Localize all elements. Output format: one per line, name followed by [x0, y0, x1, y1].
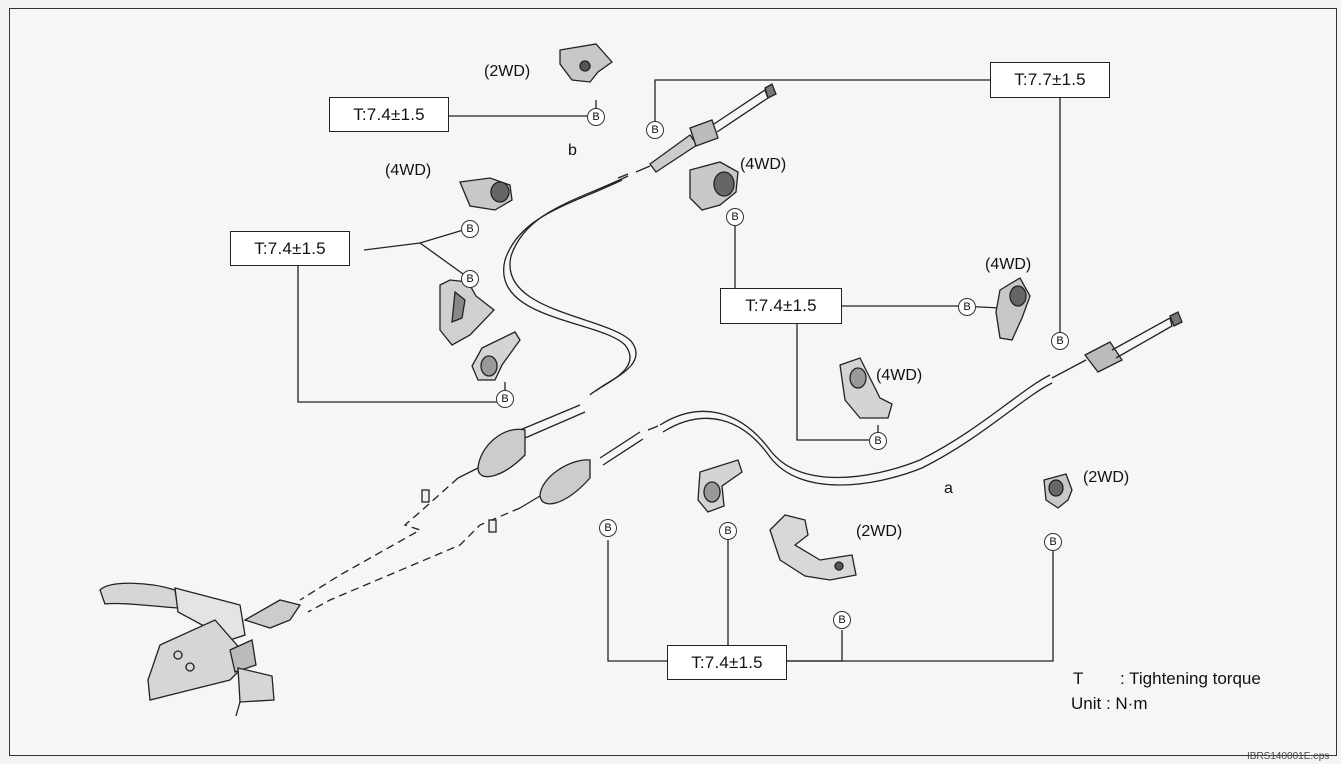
cable-a: [519, 311, 1183, 509]
clamp-2wd-right: [1043, 473, 1073, 509]
clamp-4wd-right: [995, 277, 1031, 341]
variant-label-4wd-left: (4WD): [385, 162, 432, 179]
clamp-2wd-top: [559, 43, 613, 83]
torque-label-top-left: T:7.4±1.5: [329, 97, 449, 132]
bolt-symbol: B: [958, 298, 976, 316]
clamp-left-lower: [471, 331, 521, 381]
dashed-linkage: [229, 477, 521, 691]
variant-label-2wd-bottom: (2WD): [856, 523, 903, 540]
bolt-symbol: B: [869, 432, 887, 450]
clamp-4wd-mid: [839, 357, 893, 419]
file-id: IBRS140001E.eps: [1247, 751, 1330, 762]
legend-t-key: T: [1073, 669, 1084, 688]
legend-unit: Unit : N·m: [1071, 694, 1148, 713]
leader-lines: [297, 79, 1110, 662]
bolt-symbol: B: [1051, 332, 1069, 350]
cable-label-a: a: [944, 480, 953, 497]
variant-label-2wd-top: (2WD): [484, 63, 531, 80]
torque-label-mid-left: T:7.4±1.5: [230, 231, 350, 266]
bolt-symbol: B: [646, 121, 664, 139]
torque-label-mid-center: T:7.4±1.5: [720, 288, 842, 324]
bolt-symbol: B: [461, 220, 479, 238]
clamp-2wd-bottom: [769, 514, 857, 581]
clamp-4wd-left: [459, 177, 513, 211]
bolt-symbol: B: [599, 519, 617, 537]
variant-label-4wd-center: (4WD): [740, 156, 787, 173]
clamp-4wd-center: [689, 161, 739, 211]
cable-label-b: b: [568, 142, 577, 159]
variant-label-2wd-right: (2WD): [1083, 469, 1130, 486]
bolt-symbol: B: [587, 108, 605, 126]
bolt-symbol: B: [719, 522, 737, 540]
clamp-left-bracket: [439, 279, 495, 346]
cable-b: [457, 83, 777, 479]
bolt-symbol: B: [496, 390, 514, 408]
bolt-symbol: B: [461, 270, 479, 288]
clamp-bottom-left: [697, 459, 743, 513]
bolt-symbol: B: [726, 208, 744, 226]
variant-label-4wd-right: (4WD): [985, 256, 1032, 273]
torque-label-bottom: T:7.4±1.5: [667, 645, 787, 680]
bolt-symbol: B: [1044, 533, 1062, 551]
legend-t-desc: : Tightening torque: [1120, 669, 1261, 688]
variant-label-4wd-mid: (4WD): [876, 367, 923, 384]
hand-brake-lever: [99, 582, 302, 717]
torque-label-top-right: T:7.7±1.5: [990, 62, 1110, 98]
bolt-symbol: B: [833, 611, 851, 629]
